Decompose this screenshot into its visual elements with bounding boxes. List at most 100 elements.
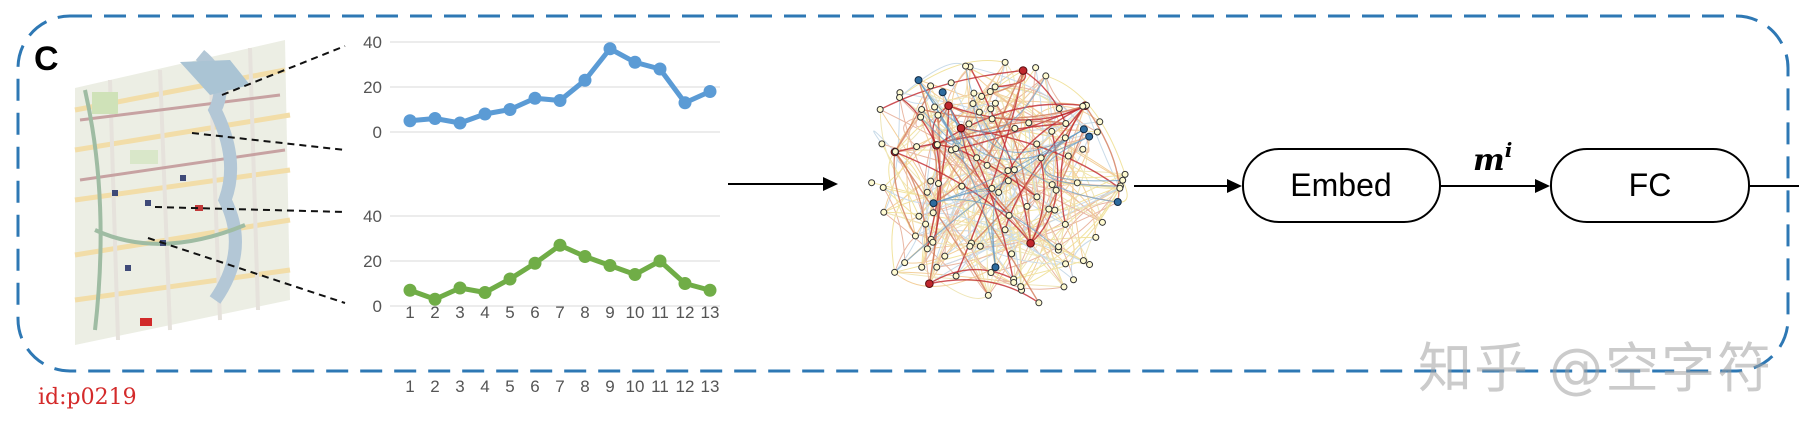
- graph-edge: [932, 212, 1066, 265]
- embed-block: [1242, 148, 1441, 223]
- graph-edge-strong: [948, 105, 1015, 283]
- graph-node: [1004, 167, 1012, 175]
- graph-edge-strong: [929, 279, 1040, 304]
- graph-edge: [899, 97, 1065, 288]
- graph-node: [975, 108, 983, 116]
- graph-edge: [883, 123, 969, 213]
- x-tick-label: 5: [505, 303, 514, 322]
- panel-label: C: [34, 40, 59, 78]
- data-point: [578, 250, 592, 263]
- data-point: [703, 283, 717, 297]
- graph-edge-strong: [998, 105, 1086, 193]
- graph-edge: [936, 144, 1090, 265]
- graph-node: [901, 259, 909, 267]
- x-tick-label: 6: [530, 303, 539, 322]
- graph-edge: [1072, 105, 1086, 261]
- graph-node: [923, 245, 931, 253]
- graph-node: [891, 148, 899, 156]
- graph-node: [991, 263, 1000, 272]
- graph-edge-strong: [879, 69, 1024, 111]
- graph-edge: [1020, 188, 1121, 288]
- graph-edge: [990, 91, 1066, 139]
- graph-edge: [925, 223, 1090, 266]
- graph-node: [976, 242, 984, 250]
- graph-edge: [894, 266, 996, 288]
- graph-node: [1061, 134, 1069, 142]
- data-point: [528, 256, 542, 270]
- graph-edge: [1082, 174, 1126, 261]
- data-point: [553, 238, 567, 252]
- y-tick-label: 40: [363, 207, 382, 226]
- data-point: [578, 73, 592, 87]
- graph-edge: [888, 151, 916, 237]
- graph-edge: [882, 187, 906, 263]
- graph-edge: [883, 97, 901, 213]
- graph-edge: [987, 209, 1056, 296]
- x-tick-label: 13: [701, 303, 720, 322]
- graph-node: [958, 182, 966, 190]
- graph-node: [934, 111, 942, 119]
- graph-edge-blue: [918, 75, 1047, 133]
- graph-node: [876, 106, 884, 114]
- graph-edge: [904, 242, 972, 264]
- graph-edge-strong: [933, 70, 1024, 204]
- x-tick-label: 3: [455, 377, 464, 396]
- data-point: [628, 268, 642, 281]
- x-tick-label: 9: [605, 303, 614, 322]
- x-tick-label: 13: [701, 377, 720, 396]
- graph-node: [991, 99, 999, 107]
- graph-node: [878, 140, 886, 148]
- x-tick-label: 12: [676, 303, 695, 322]
- graph-node: [1055, 243, 1063, 251]
- graph-edge-strong: [932, 145, 942, 243]
- graph-node: [1037, 154, 1045, 162]
- x-tick-label: 6: [530, 377, 539, 396]
- graph-node: [1079, 102, 1087, 110]
- graph-edge-strong: [1030, 131, 1059, 244]
- graph-node: [938, 88, 947, 97]
- embed-label: Embed: [1290, 167, 1391, 203]
- city-map-illustration: [74, 40, 291, 345]
- data-point: [603, 259, 617, 272]
- graph-node: [1079, 257, 1087, 265]
- graph-edge-strong: [936, 120, 1066, 146]
- graph-node: [913, 143, 921, 151]
- graph-edge: [1070, 236, 1097, 280]
- data-point: [603, 42, 617, 56]
- graph-node: [933, 263, 941, 271]
- graph-node: [896, 93, 904, 101]
- data-point: [553, 94, 567, 107]
- graph-node: [1093, 128, 1101, 136]
- graph-node: [879, 184, 887, 192]
- data-point: [678, 277, 692, 290]
- graph-edge-strong: [928, 115, 941, 284]
- graph-edge-strong: [921, 105, 1086, 120]
- graph-node: [1042, 72, 1050, 80]
- graph-node: [1033, 140, 1041, 148]
- graph-node: [1085, 132, 1094, 141]
- arrow-embed-to-fc: [1441, 179, 1550, 193]
- graph-node: [915, 212, 923, 220]
- graph-edge: [973, 92, 1022, 287]
- graph-edge-strong: [928, 268, 1014, 285]
- x-tick-label: 11: [651, 377, 669, 396]
- graph-node: [970, 89, 978, 97]
- data-point: [703, 85, 717, 98]
- x-tick-label: 7: [555, 377, 564, 396]
- graph-edge: [948, 100, 1087, 107]
- dashed-frame: [16, 14, 1790, 373]
- graph-node: [941, 252, 949, 260]
- graph-node: [917, 113, 925, 121]
- graph-node: [1045, 205, 1053, 213]
- graph-node: [1055, 104, 1063, 112]
- graph-node: [922, 220, 930, 228]
- graph-node: [1035, 299, 1043, 307]
- graph-node: [1001, 58, 1009, 66]
- graph-edge: [1014, 127, 1121, 187]
- data-point: [628, 55, 642, 69]
- graph-node: [1005, 211, 1013, 219]
- graph-node: [1032, 64, 1040, 72]
- graph-node: [1064, 152, 1072, 160]
- graph-node: [1079, 125, 1088, 134]
